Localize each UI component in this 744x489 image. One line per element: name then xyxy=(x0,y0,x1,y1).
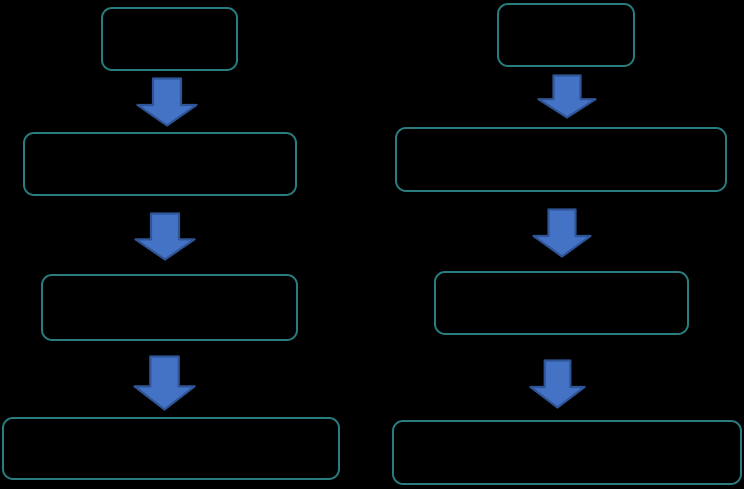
flow-step-box xyxy=(101,7,238,71)
flow-step-box xyxy=(392,420,742,485)
down-arrow-icon xyxy=(134,212,196,261)
flow-step-box xyxy=(2,417,340,480)
flow-step-box xyxy=(434,271,689,335)
down-arrow-icon xyxy=(537,74,597,119)
down-arrow-icon xyxy=(132,355,196,411)
flow-step-box xyxy=(41,274,298,341)
down-arrow-icon xyxy=(532,208,592,258)
flow-step-box xyxy=(23,132,297,196)
down-arrow-icon xyxy=(528,359,586,409)
flow-step-box xyxy=(395,127,727,192)
down-arrow-icon xyxy=(136,77,198,127)
flow-step-box xyxy=(497,3,635,67)
